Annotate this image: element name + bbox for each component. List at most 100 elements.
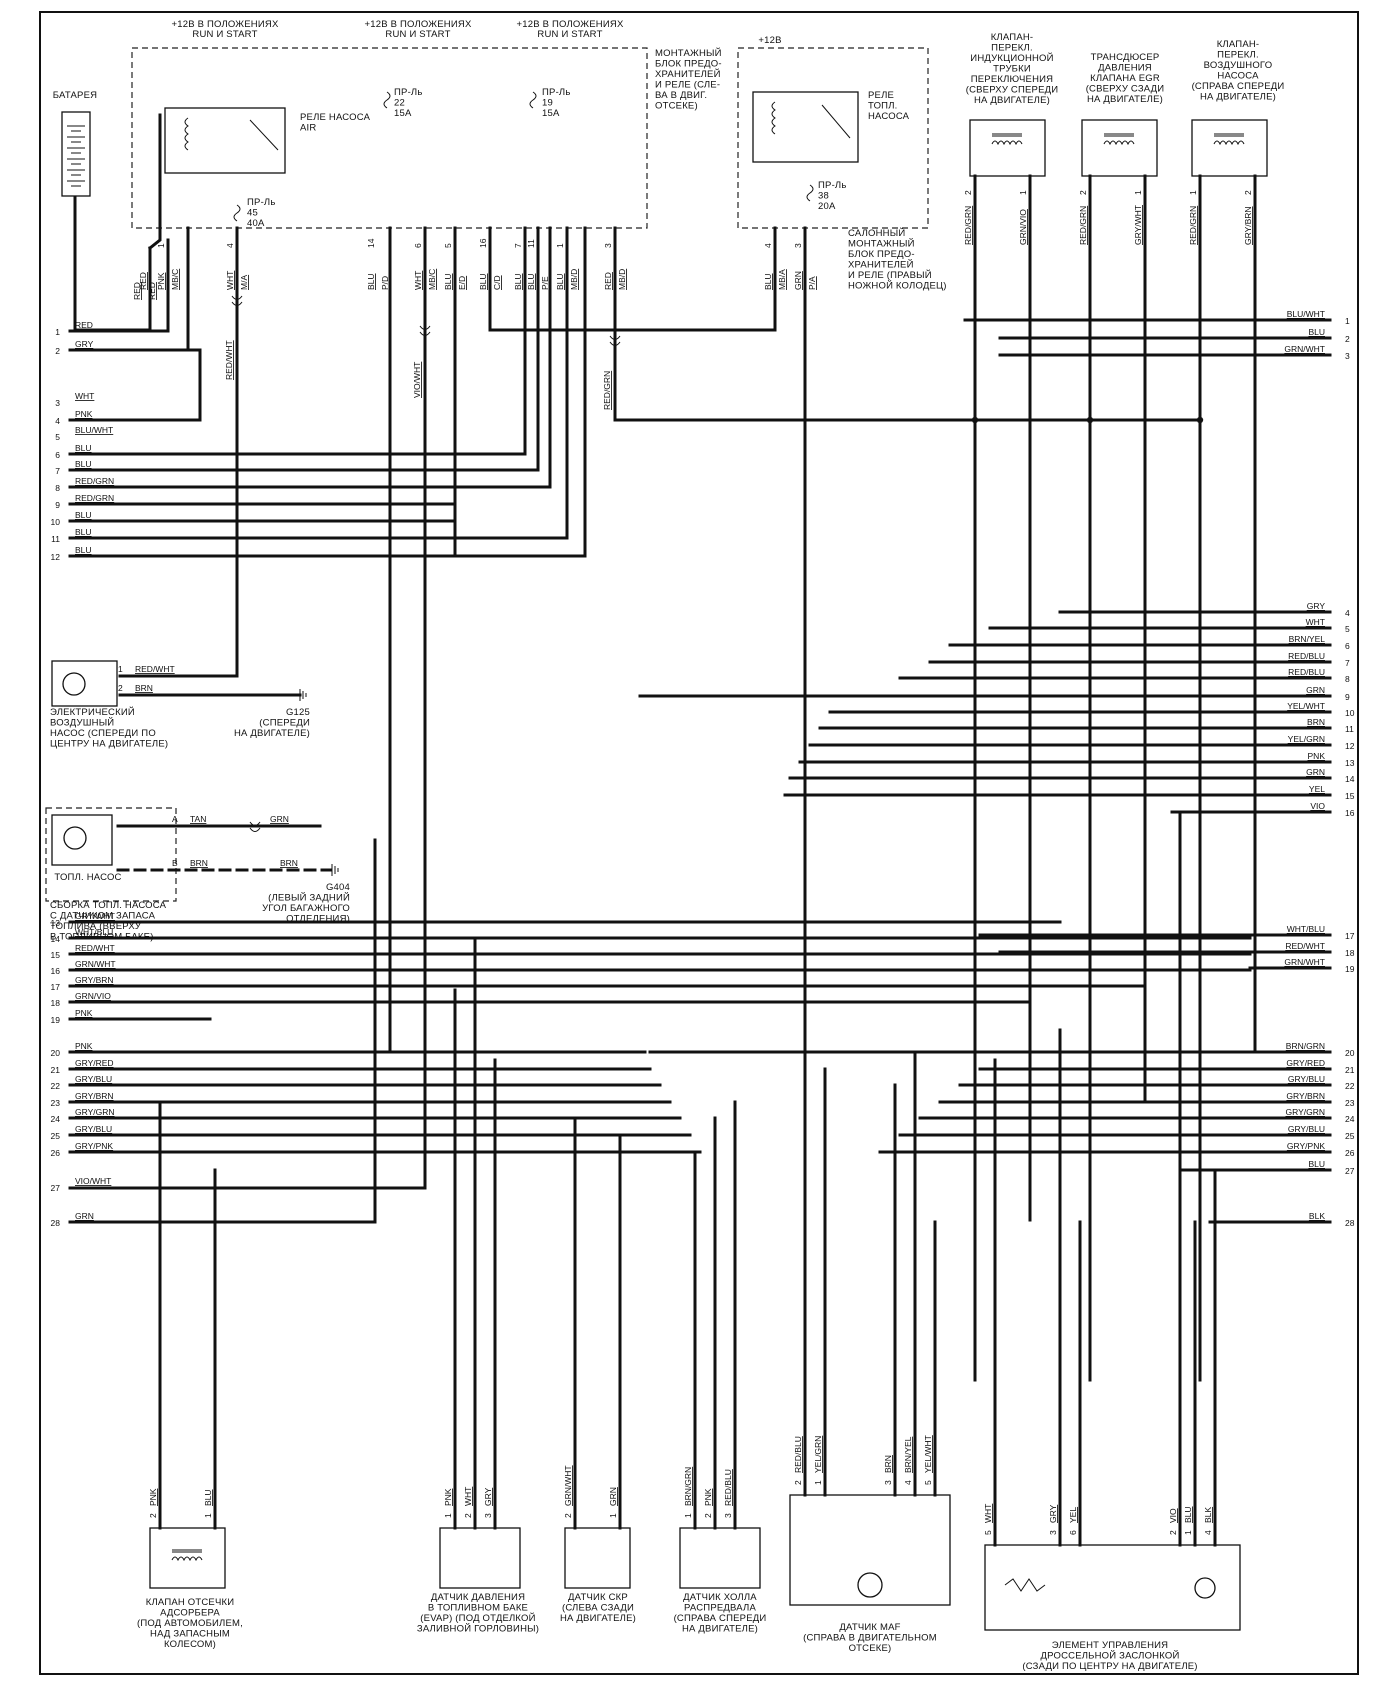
module-connector-code: MB/A xyxy=(777,269,787,290)
purge-label-line: (ПОД АВТОМОБИЛЕМ, xyxy=(137,1618,243,1629)
fuel-relay-label-line: НАСОСА xyxy=(868,111,910,122)
fuel-pump-assembly-label-line: В ТОПЛИВНОМ БАКЕ) xyxy=(50,932,154,943)
purge-pin-color: PNK xyxy=(148,1488,158,1506)
fuel-relay-contact-icon xyxy=(821,104,851,139)
purge-label-line: АДСОРБЕРА xyxy=(160,1608,220,1619)
left-row-color: PNK xyxy=(75,1041,93,1051)
module-connector-code: C/D xyxy=(492,275,502,290)
right-row-number: 6 xyxy=(1345,641,1350,651)
right-row-number: 15 xyxy=(1345,791,1355,801)
battery-icon xyxy=(61,111,91,197)
left-row-color: GRY/GRN xyxy=(75,1107,115,1117)
left-row-color: RED/GRN xyxy=(75,476,114,486)
left-row-number: 6 xyxy=(55,450,60,460)
module-wire-color: BLU xyxy=(526,273,536,290)
sensor-pin-number: 2 xyxy=(1243,190,1253,195)
cabin-box-label-line: МОНТАЖНЫЙ xyxy=(848,238,915,250)
purge-label-line: НАД ЗАПАСНЫМ xyxy=(150,1629,230,1640)
left-row-number: 23 xyxy=(51,1098,61,1108)
sensor-pin-number: 1 xyxy=(1188,190,1198,195)
module-connector-code: E/D xyxy=(457,276,467,290)
module-wire-color: RED xyxy=(603,272,613,290)
thr-label-line: ЭЛЕМЕНТ УПРАВЛЕНИЯ xyxy=(1052,1640,1169,1651)
left-row-number: 8 xyxy=(55,483,60,493)
right-row-color: BRN/YEL xyxy=(1289,634,1326,644)
splice-dot xyxy=(1196,416,1204,424)
right-row-number: 27 xyxy=(1345,1166,1355,1176)
air-valve-label-line: ВОЗДУШНОГО xyxy=(1204,60,1273,71)
solenoid-sensor-box xyxy=(1191,119,1268,177)
module-wire-color: BLU xyxy=(513,273,523,290)
purge-box xyxy=(149,1527,226,1589)
sensor-wire-color: GRY/BRN xyxy=(1243,206,1253,245)
right-row-number: 10 xyxy=(1345,708,1355,718)
module-connector-code: P/E xyxy=(540,276,550,290)
thr-pin-color: VIO xyxy=(1168,1508,1178,1523)
module-wire-color: WHT xyxy=(225,271,235,290)
egr-transducer-label-line: КЛАПАНА EGR xyxy=(1090,73,1160,84)
right-row-number: 5 xyxy=(1345,624,1350,634)
air-valve-label-line: КЛАПАН- xyxy=(1217,39,1260,50)
maf-pin-number: 3 xyxy=(883,1480,893,1485)
right-row-number: 28 xyxy=(1345,1218,1355,1228)
row28-grn-wire xyxy=(68,838,377,1224)
supply-mid-label-line: RUN И START xyxy=(385,29,450,40)
purge-label-line: КЛАПАН ОТСЕЧКИ xyxy=(146,1597,235,1608)
purge-pin-number: 2 xyxy=(148,1513,158,1518)
supply-12v-label: +12В xyxy=(758,35,781,46)
underhood-box-label-line: И РЕЛЕ (СЛЕ- xyxy=(655,80,720,91)
right-row-number: 26 xyxy=(1345,1148,1355,1158)
fuel-pump-assembly-label-line: ТОПЛИВА (ВВЕРХУ xyxy=(50,921,142,932)
purge-valve-coil-icon xyxy=(171,1549,203,1562)
supply-left-label-line: RUN И START xyxy=(192,29,257,40)
left-row-color: GRN xyxy=(75,1211,94,1221)
left-row-number: 7 xyxy=(55,466,60,476)
right-row-number: 12 xyxy=(1345,741,1355,751)
left-row-color: BLU/WHT xyxy=(75,425,113,435)
left-row-color: BLU xyxy=(75,545,92,555)
row8-wire xyxy=(68,226,552,489)
intake-valve-label-line: КЛАПАН- xyxy=(991,32,1034,43)
fuse22-label-line: ПР-Ль xyxy=(394,87,423,98)
left-row-color: GRN/WHT xyxy=(75,959,116,969)
fuel-relay-icon xyxy=(752,91,859,163)
fuse38-label-line: 38 xyxy=(818,191,829,202)
right-row-color: GRN/WHT xyxy=(1284,957,1325,967)
left-row-number: 22 xyxy=(51,1081,61,1091)
left-row-color: BLU xyxy=(75,459,92,469)
right-row-color: YEL xyxy=(1309,784,1325,794)
sensor-wire-color: RED/GRN xyxy=(1188,206,1198,245)
fuel-pump-wire-color: BRN xyxy=(190,858,208,868)
maf-label-line: ДАТЧИК MAF xyxy=(839,1622,900,1633)
intake-valve-label-line: ПЕРЕКЛЮЧЕНИЯ xyxy=(971,74,1054,85)
battery-feed-wire xyxy=(147,113,162,251)
splice-dot xyxy=(1086,416,1094,424)
right-row-color: RED/BLU xyxy=(1288,651,1325,661)
right-row-color: BLU xyxy=(1308,1159,1325,1169)
left-row-color: GRY/BLU xyxy=(75,1074,112,1084)
sensor-pin-number: 1 xyxy=(1133,190,1143,195)
evap-label-line: ЗАЛИВНОЙ ГОРЛОВИНЫ) xyxy=(417,1623,539,1635)
thr-label-line: ДРОССЕЛЬНОЙ ЗАСЛОНКОЙ xyxy=(1041,1650,1180,1662)
air-pump-pin: 1 xyxy=(118,664,123,674)
fuse-icon xyxy=(233,204,241,222)
left-row-number: 10 xyxy=(51,517,61,527)
intake-valve-label-line: ПЕРЕКЛ. xyxy=(991,43,1033,54)
left-row-number: 28 xyxy=(51,1218,61,1228)
right-row-number: 20 xyxy=(1345,1048,1355,1058)
thr-pin-color: BLK xyxy=(1203,1507,1213,1523)
evap-pin-color: GRY xyxy=(483,1487,493,1506)
ckp-pin-color: GRN xyxy=(608,1487,618,1506)
right-row-color: GRY xyxy=(1307,601,1326,611)
fuel-pump-label: ТОПЛ. НАСОС xyxy=(54,872,121,883)
left-row-color: BLU xyxy=(75,443,92,453)
thr-pin-number: 6 xyxy=(1068,1530,1078,1535)
underhood-box-label-line: ОТСЕКЕ) xyxy=(655,101,698,112)
right-row-color: RED/WHT xyxy=(1285,941,1325,951)
sensor-pin-number: 2 xyxy=(963,190,973,195)
evap-label-line: ДАТЧИК ДАВЛЕНИЯ xyxy=(431,1592,525,1603)
row6-blu-wire xyxy=(68,226,527,456)
left-row-number: 26 xyxy=(51,1148,61,1158)
right-row-color: GRN xyxy=(1306,767,1325,777)
